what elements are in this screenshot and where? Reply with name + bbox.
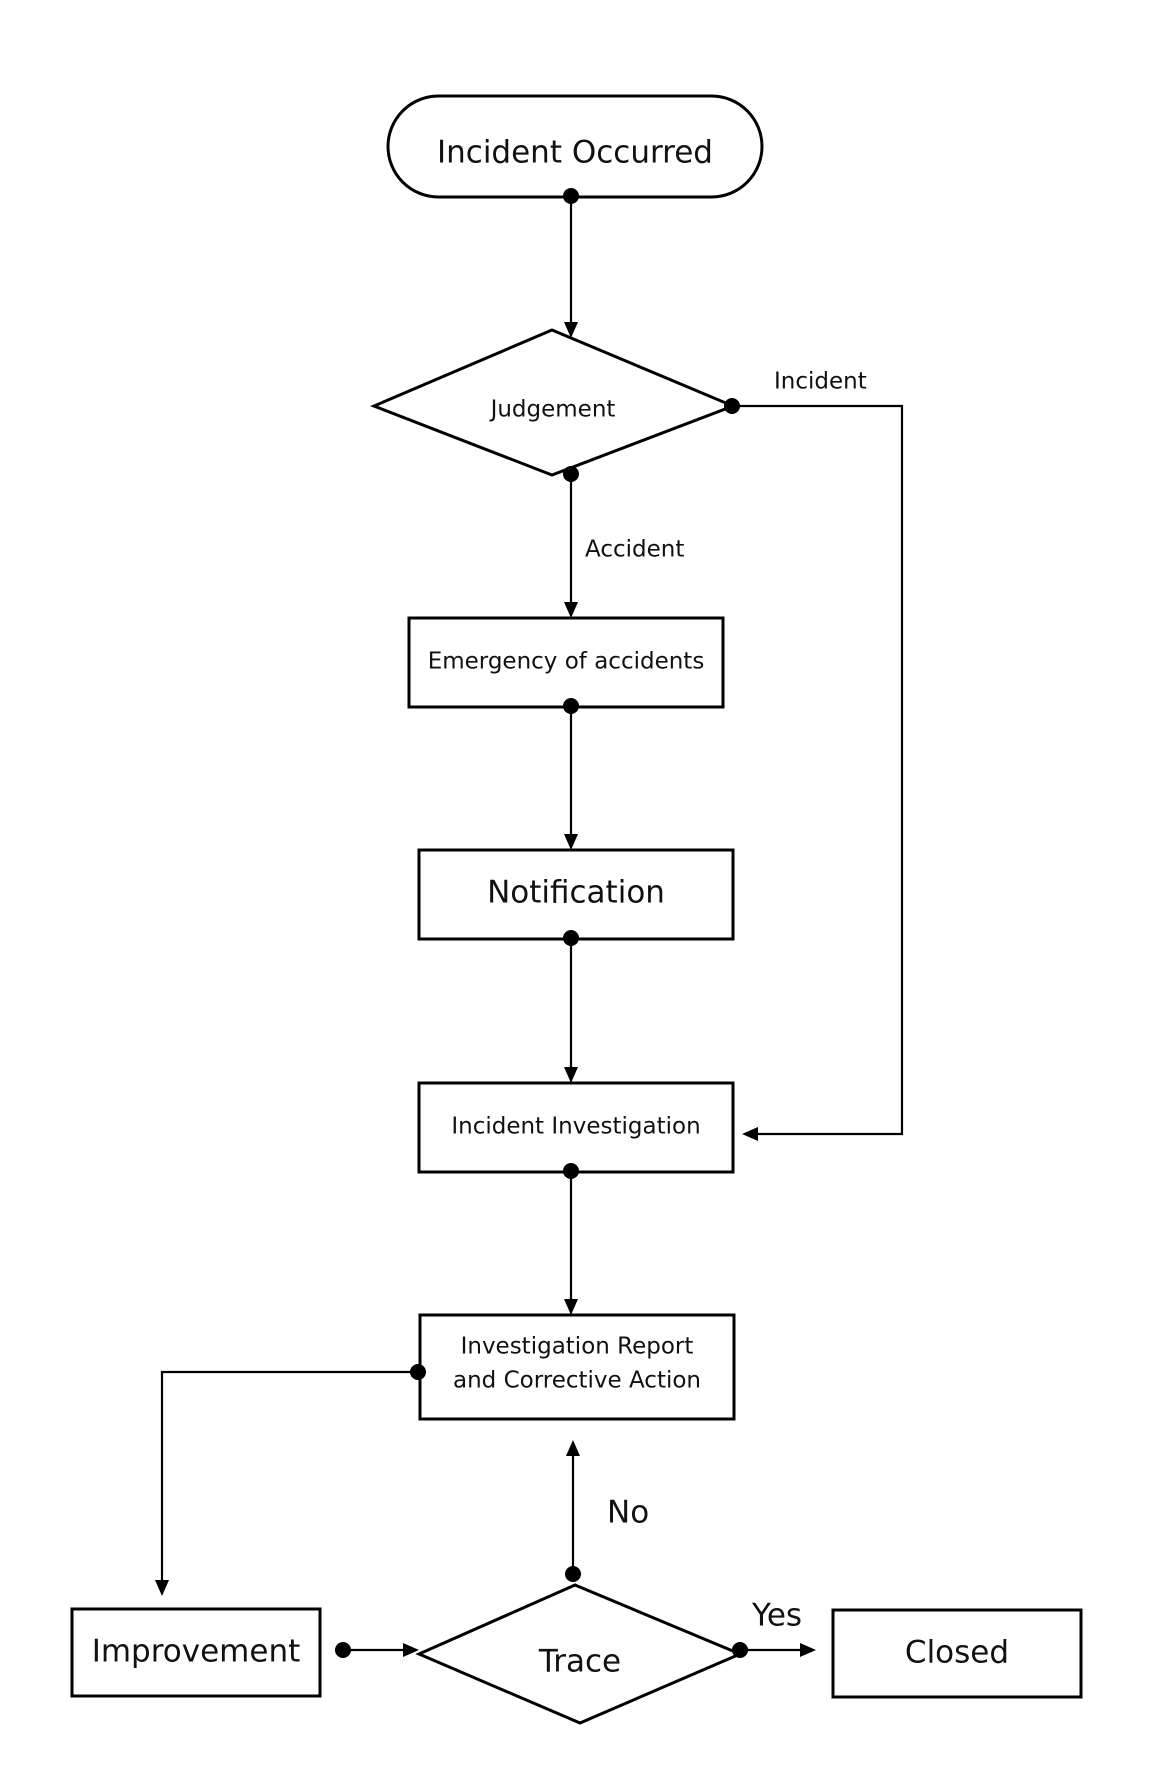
- start-node: Incident Occurred: [386, 94, 764, 199]
- edge-investigation-to-report: [563, 1163, 579, 1315]
- closed-node: Closed: [831, 1608, 1083, 1699]
- investigation-label: Incident Investigation: [451, 1114, 700, 1140]
- edge-improvement-to-trace: [335, 1642, 419, 1658]
- edge-label-no: No: [607, 1495, 649, 1531]
- judgement-label: Judgement: [489, 397, 616, 423]
- emergency-label: Emergency of accidents: [428, 649, 705, 675]
- edge-judgement-to-investigation: Incident: [724, 369, 904, 1141]
- edge-label-yes: Yes: [751, 1598, 802, 1634]
- improvement-node: Improvement: [70, 1607, 322, 1698]
- edge-start-to-judgement: [563, 188, 579, 338]
- improvement-label: Improvement: [92, 1634, 301, 1670]
- judgement-decision: Judgement: [370, 328, 738, 477]
- report-label-line1: Investigation Report: [461, 1334, 694, 1360]
- report-label-line2: and Corrective Action: [453, 1368, 701, 1394]
- trace-decision: Trace: [415, 1583, 744, 1725]
- edge-trace-to-report: No: [565, 1440, 649, 1582]
- trace-label: Trace: [538, 1644, 621, 1680]
- edge-trace-to-closed: Yes: [732, 1598, 816, 1658]
- notification-label: Notification: [487, 875, 665, 911]
- closed-label: Closed: [905, 1635, 1009, 1671]
- edge-judgement-to-emergency: Accident: [563, 466, 684, 618]
- edge-report-to-improvement: [155, 1364, 426, 1596]
- investigation-node: Incident Investigation: [417, 1081, 735, 1174]
- edge-label-incident: Incident: [774, 369, 867, 395]
- notification-node: Notification: [417, 848, 735, 941]
- edge-notification-to-investigation: [563, 930, 579, 1083]
- edge-label-accident: Accident: [585, 537, 684, 563]
- report-node: Investigation Report and Corrective Acti…: [418, 1313, 736, 1421]
- start-label: Incident Occurred: [437, 135, 713, 171]
- edge-emergency-to-notification: [563, 698, 579, 850]
- emergency-node: Emergency of accidents: [407, 616, 725, 709]
